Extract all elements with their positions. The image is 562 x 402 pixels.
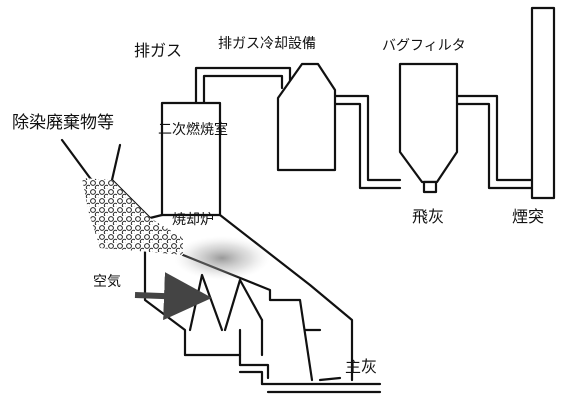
exhaust-duct-filter-to-chimney	[455, 94, 534, 190]
bag-filter-outlet	[422, 180, 438, 194]
gas-cooling-unit-shape	[276, 62, 337, 172]
flame-glow	[174, 236, 270, 280]
grate-funnels	[183, 273, 270, 386]
label-incinerator: 焼却炉	[172, 212, 214, 228]
label-exhaust-gas: 排ガス	[134, 41, 182, 60]
waste-hopper	[60, 138, 183, 255]
waste-pile	[82, 178, 183, 255]
air-arrow	[134, 272, 212, 321]
label-air: 空気	[93, 274, 121, 290]
exhaust-duct-cooler-to-filter	[333, 94, 402, 190]
label-chimney: 煙突	[512, 207, 544, 226]
label-gas-cooling: 排ガス冷却設備	[218, 36, 316, 52]
label-waste: 除染廃棄物等	[12, 113, 114, 133]
bag-filter-shape	[398, 62, 459, 184]
label-fly-ash: 飛灰	[412, 207, 444, 226]
exhaust-duct-chamber-to-cooler	[194, 66, 292, 105]
chimney-shape	[530, 6, 556, 200]
secondary-chamber-shape	[160, 101, 222, 217]
label-secondary-chamber: 二次燃焼室	[158, 121, 228, 138]
label-bag-filter: バグフィルタ	[382, 38, 466, 54]
bottom-ash-conveyor	[260, 376, 382, 394]
label-bottom-ash: 主灰	[345, 357, 377, 376]
